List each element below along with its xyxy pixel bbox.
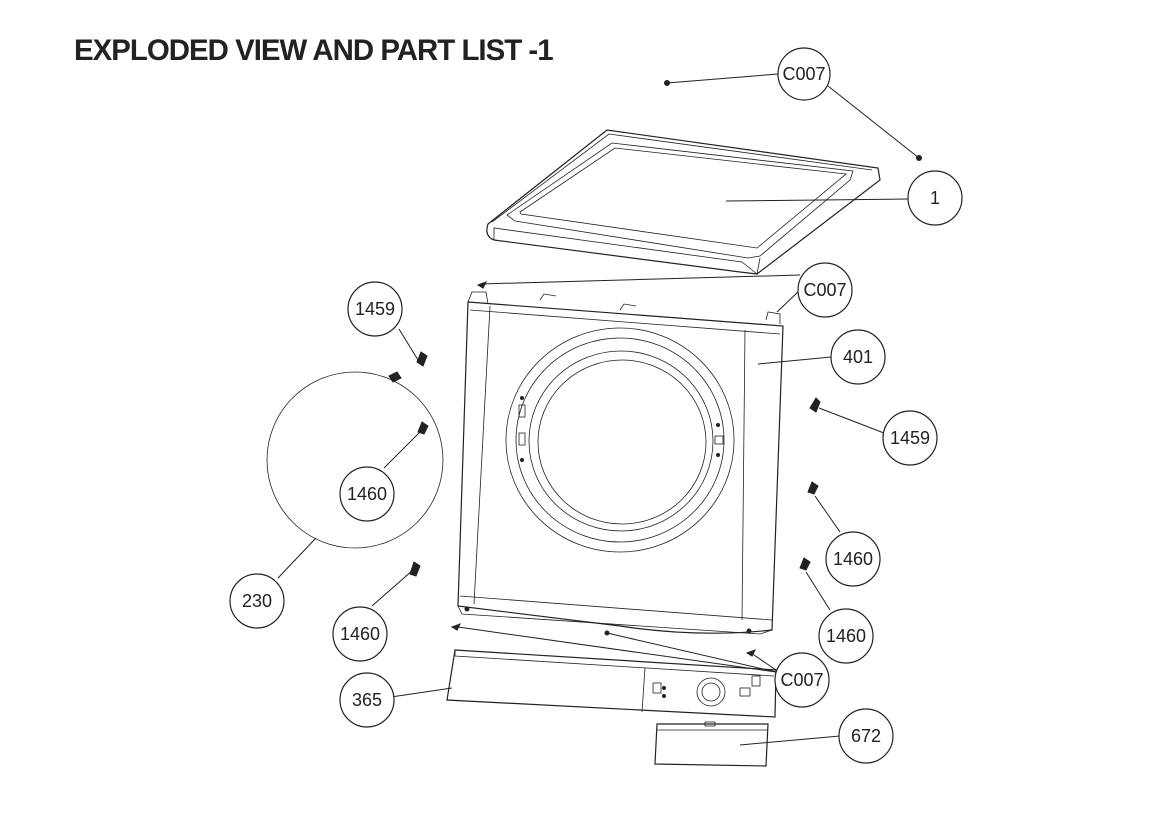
callout-label: 1	[930, 188, 940, 208]
fasteners	[409, 80, 922, 657]
callout-c007-lower: C007	[774, 652, 830, 708]
callout-672: 672	[838, 708, 894, 764]
callout-1: 1	[907, 170, 963, 226]
callout-label: 1460	[833, 549, 873, 569]
callout-label: 1459	[890, 428, 930, 448]
callout-label: C007	[782, 64, 825, 84]
door-clip	[388, 371, 402, 383]
callout-label: 672	[851, 726, 881, 746]
callout-1459-right: 1459	[882, 410, 938, 466]
callout-label: C007	[803, 280, 846, 300]
front-panel-part	[457, 291, 784, 635]
control-panel-part	[446, 649, 777, 718]
leader-lines	[277, 73, 920, 746]
callout-401: 401	[830, 329, 886, 385]
callout-1459-left: 1459	[347, 281, 403, 337]
callout-label: 1460	[347, 484, 387, 504]
callout-1460-left-lower: 1460	[332, 606, 388, 662]
callout-label: 401	[843, 347, 873, 367]
page-title: EXPLODED VIEW AND PART LIST -1	[74, 34, 554, 67]
callout-label: 230	[242, 591, 272, 611]
callout-label: 1460	[826, 626, 866, 646]
door-circle-part	[266, 371, 444, 549]
panel-cover-part	[654, 721, 769, 767]
callout-1460-right-lower: 1460	[818, 608, 874, 664]
callout-label: 1460	[340, 624, 380, 644]
callout-label: 365	[352, 690, 382, 710]
callout-label: 1459	[355, 299, 395, 319]
callout-1460-left-upper: 1460	[339, 466, 395, 522]
callout-1460-right-upper: 1460	[825, 531, 881, 587]
callout-c007-top: C007	[777, 47, 831, 101]
callout-365: 365	[339, 672, 395, 728]
top-cover-part	[486, 129, 881, 275]
callout-label: C007	[780, 670, 823, 690]
callout-c007-upper: C007	[797, 262, 853, 318]
callout-230: 230	[229, 573, 285, 629]
